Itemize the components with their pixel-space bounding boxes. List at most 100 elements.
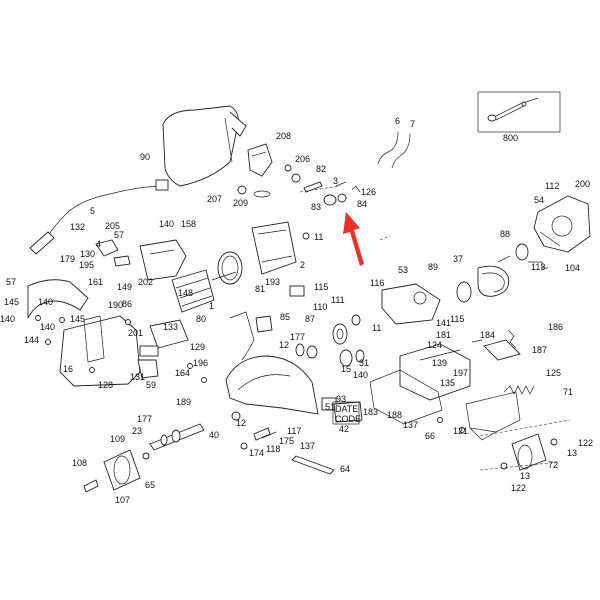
part-label-113: 113 — [531, 262, 545, 272]
part-label-93: 93 — [336, 394, 346, 404]
part-label-7: 7 — [410, 119, 415, 129]
part-label-89: 89 — [428, 262, 438, 272]
part-label-187: 187 — [532, 345, 547, 355]
part-label-109: 109 — [110, 434, 125, 444]
part-label-80: 80 — [196, 314, 206, 324]
drive-pulley-88 — [497, 243, 548, 269]
part-label-193: 193 — [265, 277, 280, 287]
part-label-195: 195 — [79, 260, 94, 270]
gear-87 — [295, 314, 361, 359]
part-label-12: 12 — [236, 418, 246, 428]
part-label-145: 145 — [4, 297, 19, 307]
part-label-141: 141 — [436, 318, 451, 328]
frame-66 — [465, 391, 521, 441]
part-label-148: 148 — [178, 288, 193, 298]
power-cord-5 — [29, 179, 169, 255]
part-label-144: 144 — [24, 335, 39, 345]
part-label-115: 115 — [450, 314, 464, 324]
part-label-174: 174 — [249, 448, 264, 458]
part-label-115: 115 — [314, 282, 328, 292]
gear-cover-53 — [381, 283, 441, 325]
bracket-133 — [137, 319, 189, 379]
part-label-128: 128 — [98, 380, 113, 390]
small-hardware-parts — [237, 164, 361, 198]
date-code-line2: CODE — [335, 414, 361, 424]
part-label-140: 140 — [0, 314, 15, 324]
roller-65 — [83, 449, 150, 493]
part-label-85: 85 — [280, 312, 290, 322]
switch-handle-57 — [95, 239, 187, 281]
front-housing-54 — [533, 195, 591, 253]
part-label-149: 149 — [117, 282, 132, 292]
part-label-110: 110 — [313, 302, 327, 312]
part-label-59: 59 — [146, 380, 156, 390]
part-label-117: 117 — [287, 426, 301, 436]
part-label-90: 90 — [140, 152, 150, 162]
part-label-4: 4 — [96, 239, 101, 249]
part-label-202: 202 — [138, 277, 153, 287]
part-label-177: 177 — [290, 332, 305, 342]
part-label-190: 190 — [108, 300, 123, 310]
part-label-122: 122 — [511, 483, 526, 493]
part-label-137: 137 — [403, 420, 418, 430]
roller-72 — [500, 433, 558, 471]
part-label-189: 189 — [176, 397, 191, 407]
part-label-207: 207 — [207, 194, 222, 204]
part-label-196: 196 — [193, 358, 208, 368]
platen-assembly-188 — [369, 343, 471, 425]
plate-64 — [291, 455, 335, 475]
pulley-89 — [456, 265, 510, 303]
part-label-131: 131 — [130, 372, 145, 382]
spring-125 — [503, 385, 535, 395]
bracket-187 — [471, 329, 521, 361]
part-label-12: 12 — [279, 340, 289, 350]
part-label-184: 184 — [480, 330, 495, 340]
part-label-54: 54 — [534, 195, 544, 205]
part-label-66: 66 — [425, 431, 435, 441]
part-label-57: 57 — [114, 230, 124, 240]
part-label-116: 116 — [370, 278, 384, 288]
part-label-2: 2 — [300, 260, 305, 270]
part-label-179: 179 — [60, 254, 75, 264]
part-label-11: 11 — [314, 232, 323, 242]
wires-6-7 — [377, 131, 411, 169]
part-label-15: 15 — [341, 364, 351, 374]
part-label-139: 139 — [432, 358, 447, 368]
part-label-87: 87 — [305, 314, 315, 324]
part-label-86: 86 — [122, 299, 132, 309]
gear-housing-51 — [225, 355, 363, 423]
armature-80 — [171, 269, 237, 313]
brush-bracket-85 — [229, 311, 273, 361]
block-193 — [289, 285, 305, 297]
part-label-175: 175 — [279, 436, 294, 446]
part-label-130: 130 — [80, 249, 95, 259]
part-label-133: 133 — [163, 322, 178, 332]
part-label-37: 37 — [453, 254, 463, 264]
part-label-181: 181 — [436, 330, 451, 340]
part-label-31: 31 — [359, 358, 369, 368]
part-label-5: 5 — [90, 206, 95, 216]
part-label-164: 164 — [175, 368, 190, 378]
part-label-135: 135 — [440, 378, 455, 388]
part-label-6: 6 — [395, 116, 400, 126]
part-label-53: 53 — [398, 265, 408, 275]
highlight-arrow — [343, 212, 364, 266]
dust-bag-90 — [162, 105, 247, 187]
dust-nozzle-208 — [247, 143, 273, 177]
part-label-140: 140 — [353, 370, 368, 380]
part-label-11: 11 — [372, 323, 381, 333]
part-label-122: 122 — [578, 438, 593, 448]
gear-15 — [339, 349, 365, 367]
part-label-158: 158 — [181, 219, 196, 229]
part-label-137: 137 — [300, 441, 315, 451]
field-assembly-2 — [251, 221, 310, 275]
part-label-108: 108 — [72, 458, 87, 468]
part-label-65: 65 — [145, 480, 155, 490]
part-label-201: 201 — [128, 328, 143, 338]
part-label-13: 13 — [520, 471, 530, 481]
part-label-140: 140 — [40, 322, 55, 332]
part-label-177: 177 — [137, 414, 152, 424]
